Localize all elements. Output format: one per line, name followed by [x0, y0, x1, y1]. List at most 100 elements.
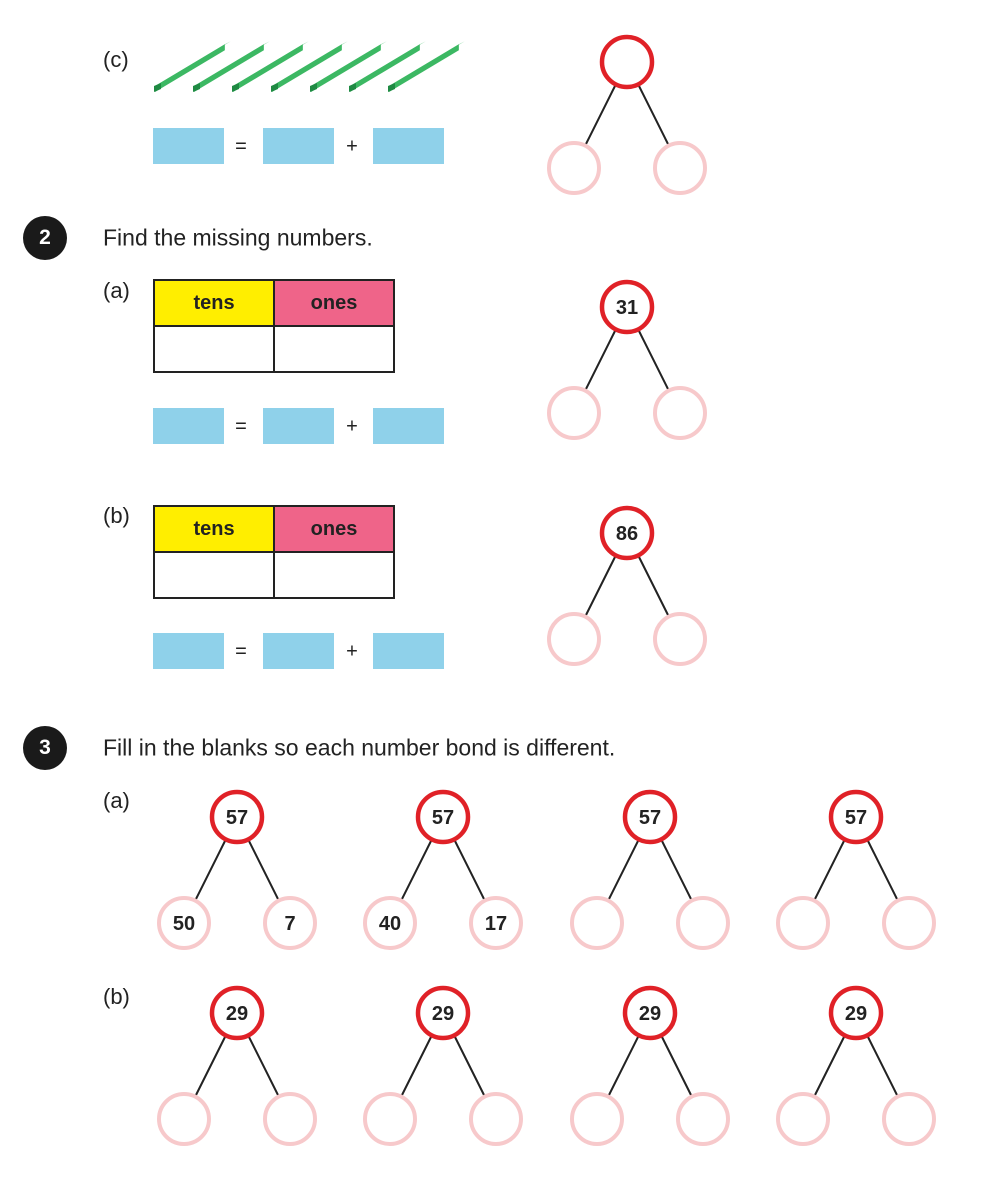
ones-cell[interactable] — [273, 551, 395, 599]
bond-part-circle-right[interactable] — [653, 386, 707, 440]
bond-part-circle-left[interactable] — [570, 896, 624, 950]
equals-sign: = — [235, 640, 247, 663]
tens-rod — [310, 41, 387, 92]
bond-part-circle-left — [157, 896, 211, 950]
bond-connector-line — [608, 840, 639, 900]
bond-whole-circle — [415, 985, 471, 1041]
bond-connector-line — [608, 1036, 639, 1096]
bond-whole-circle[interactable] — [599, 34, 655, 90]
equals-sign: = — [235, 135, 247, 158]
bond-part-circle-left[interactable] — [547, 612, 601, 666]
bond-whole-circle — [622, 789, 678, 845]
answer-box-ones[interactable] — [373, 128, 444, 164]
bond-whole-circle — [209, 985, 265, 1041]
rod-face — [194, 44, 264, 92]
bond-connector-line — [454, 1036, 485, 1096]
tens-cell[interactable] — [153, 551, 275, 599]
part-c-label: (c) — [103, 47, 129, 72]
bond-part-circle-right[interactable] — [676, 1092, 730, 1146]
tens-rod — [193, 41, 270, 92]
bond-connector-line — [585, 556, 616, 616]
equals-sign: = — [235, 415, 247, 438]
tens-header: tens — [153, 279, 275, 327]
answer-box-tens[interactable] — [263, 128, 334, 164]
part-b-label: (b) — [103, 503, 130, 528]
rod-face — [349, 83, 356, 92]
answer-box-total[interactable] — [153, 408, 224, 444]
answer-box-total[interactable] — [153, 128, 224, 164]
rod-face — [388, 83, 395, 92]
bond-whole-circle — [622, 985, 678, 1041]
part-b-label: (b) — [103, 984, 130, 1009]
rod-face — [271, 83, 278, 92]
bond-whole-value: 31 — [616, 297, 638, 319]
bond-part-circle-right[interactable] — [653, 141, 707, 195]
bond-connector-line — [585, 85, 616, 145]
plus-sign: + — [346, 640, 358, 663]
bond-part-circle-left[interactable] — [776, 896, 830, 950]
answer-box-tens[interactable] — [263, 408, 334, 444]
bond-whole-circle — [599, 279, 655, 335]
answer-box-ones[interactable] — [373, 408, 444, 444]
tens-rod — [154, 41, 231, 92]
bond-connector-line — [661, 1036, 692, 1096]
bond-part-circle-left[interactable] — [776, 1092, 830, 1146]
tens-header: tens — [153, 505, 275, 553]
bond-whole-value: 57 — [845, 807, 867, 829]
bond-part-circle-left[interactable] — [547, 386, 601, 440]
answer-box-tens[interactable] — [263, 633, 334, 669]
tens-rod — [349, 41, 426, 92]
rod-face — [193, 83, 200, 92]
bond-part-value: 50 — [173, 913, 195, 935]
rod-face — [155, 44, 225, 92]
bond-part-circle-right[interactable] — [882, 1092, 936, 1146]
bond-part-circle-right[interactable] — [263, 1092, 317, 1146]
ones-cell[interactable] — [273, 325, 395, 373]
rod-face — [233, 44, 303, 92]
bond-whole-circle — [828, 985, 884, 1041]
bond-part-circle-right[interactable] — [653, 612, 707, 666]
part-a-label: (a) — [103, 788, 130, 813]
bond-connector-line — [401, 1036, 432, 1096]
bond-part-circle-left[interactable] — [157, 1092, 211, 1146]
question-number-badge: 3 — [23, 726, 67, 770]
bond-whole-value: 57 — [432, 807, 454, 829]
question-2-instruction: Find the missing numbers. — [103, 224, 373, 251]
bond-whole-value: 29 — [432, 1003, 454, 1025]
bond-part-value: 40 — [379, 913, 401, 935]
bond-whole-circle — [828, 789, 884, 845]
bond-part-circle-left[interactable] — [570, 1092, 624, 1146]
bond-part-circle-right — [469, 896, 523, 950]
bond-connector-line — [867, 1036, 898, 1096]
bond-connector-line — [195, 840, 226, 900]
bond-part-circle-right[interactable] — [676, 896, 730, 950]
rod-face — [389, 44, 459, 92]
tens-cell[interactable] — [153, 325, 275, 373]
bond-part-circle-left[interactable] — [363, 1092, 417, 1146]
bond-part-circle-right[interactable] — [469, 1092, 523, 1146]
ones-header: ones — [273, 505, 395, 553]
bond-whole-value: 29 — [639, 1003, 661, 1025]
bond-whole-value: 29 — [845, 1003, 867, 1025]
plus-sign: + — [346, 415, 358, 438]
bond-connector-line — [401, 840, 432, 900]
bond-connector-line — [638, 330, 669, 390]
bond-connector-line — [814, 840, 845, 900]
bond-connector-line — [454, 840, 485, 900]
tens-rod — [232, 41, 309, 92]
bond-connector-line — [814, 1036, 845, 1096]
answer-box-ones[interactable] — [373, 633, 444, 669]
bond-whole-value: 86 — [616, 523, 638, 545]
bond-part-circle-right[interactable] — [882, 896, 936, 950]
answer-box-total[interactable] — [153, 633, 224, 669]
bond-whole-value: 57 — [639, 807, 661, 829]
bond-part-circle-left[interactable] — [547, 141, 601, 195]
bond-whole-circle — [209, 789, 265, 845]
tens-rod — [388, 41, 465, 92]
bond-connector-line — [867, 840, 898, 900]
bond-whole-circle — [599, 505, 655, 561]
question-3-instruction: Fill in the blanks so each number bond i… — [103, 734, 616, 761]
